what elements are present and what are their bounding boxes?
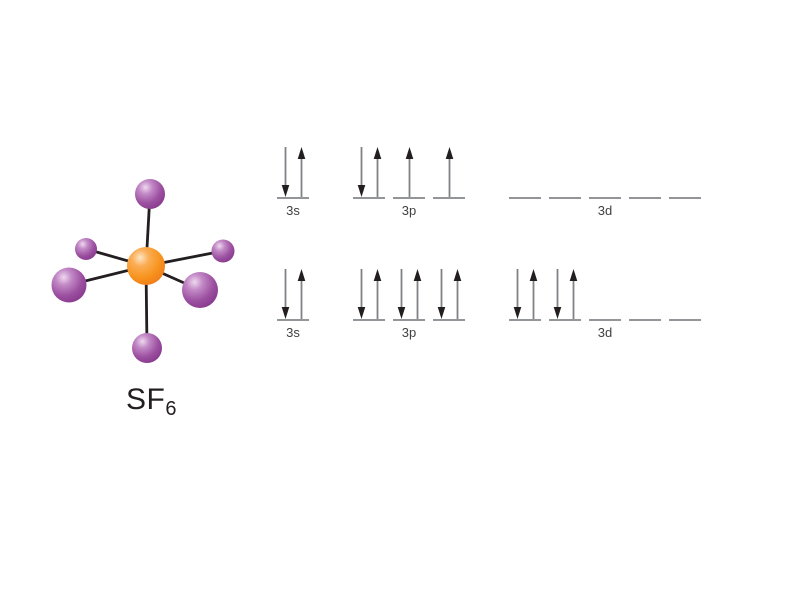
orbital-line	[277, 264, 309, 321]
spin-down-arrow-icon	[281, 147, 289, 197]
orbital-group: 3d	[509, 142, 701, 218]
orbital-line	[669, 264, 701, 321]
spin-up-arrow-icon	[297, 147, 305, 197]
orbital-line	[629, 142, 661, 199]
spin-up-arrow-icon	[453, 269, 461, 319]
orbitals	[353, 142, 465, 199]
fluorine-atom	[182, 272, 218, 308]
subshell-label: 3p	[401, 325, 417, 340]
subshell-label: 3d	[597, 203, 613, 218]
subshell-label: 3p	[401, 203, 417, 218]
subshell-label: 3s	[286, 203, 300, 218]
orbitals	[277, 142, 309, 199]
orbital-group: 3s	[277, 142, 309, 218]
orbital-line	[433, 264, 465, 321]
spin-down-arrow-icon	[357, 147, 365, 197]
spin-up-arrow-icon	[405, 147, 413, 197]
orbital-line	[277, 142, 309, 199]
spin-up-arrow-icon	[445, 147, 453, 197]
spin-down-arrow-icon	[513, 269, 521, 319]
orbitals	[353, 264, 465, 321]
subshell-label: 3d	[597, 325, 613, 340]
orbital-row-sulfur-expanded-valence: 3s 3p 3d	[277, 264, 701, 340]
spin-up-arrow-icon	[569, 269, 577, 319]
spin-down-arrow-icon	[397, 269, 405, 319]
fluorine-atom	[135, 179, 165, 209]
orbital-line	[353, 264, 385, 321]
formula-subscript: 6	[165, 398, 177, 420]
spin-down-arrow-icon	[281, 269, 289, 319]
orbitals	[509, 264, 701, 321]
orbitals	[277, 264, 309, 321]
orbital-line	[549, 142, 581, 199]
orbital-line	[393, 142, 425, 199]
orbital-line	[589, 142, 621, 199]
orbital-group: 3s	[277, 264, 309, 340]
orbital-line	[629, 264, 661, 321]
spin-down-arrow-icon	[553, 269, 561, 319]
sulfur-atom	[127, 247, 165, 285]
orbital-line	[509, 142, 541, 199]
fluorine-atom	[51, 267, 87, 303]
subshell-label: 3s	[286, 325, 300, 340]
orbital-line	[509, 264, 541, 321]
spin-up-arrow-icon	[529, 269, 537, 319]
spin-up-arrow-icon	[373, 147, 381, 197]
orbital-group: 3p	[353, 142, 465, 218]
fluorine-atom	[211, 239, 235, 263]
orbital-line	[669, 142, 701, 199]
spin-down-arrow-icon	[357, 269, 365, 319]
molecule-formula-label: SF6	[126, 383, 177, 421]
spin-down-arrow-icon	[437, 269, 445, 319]
orbital-line	[433, 142, 465, 199]
orbitals	[509, 142, 701, 199]
orbital-row-sulfur-ground-state: 3s 3p 3d	[277, 142, 701, 218]
orbital-line	[589, 264, 621, 321]
sf6-molecule-model	[51, 179, 235, 363]
orbital-line	[549, 264, 581, 321]
fluorine-atom	[75, 238, 97, 260]
orbital-line	[393, 264, 425, 321]
spin-up-arrow-icon	[297, 269, 305, 319]
orbital-group: 3d	[509, 264, 701, 340]
fluorine-atom	[132, 333, 162, 363]
spin-up-arrow-icon	[373, 269, 381, 319]
orbital-line	[353, 142, 385, 199]
formula-text: SF	[126, 383, 166, 416]
spin-up-arrow-icon	[413, 269, 421, 319]
orbital-group: 3p	[353, 264, 465, 340]
